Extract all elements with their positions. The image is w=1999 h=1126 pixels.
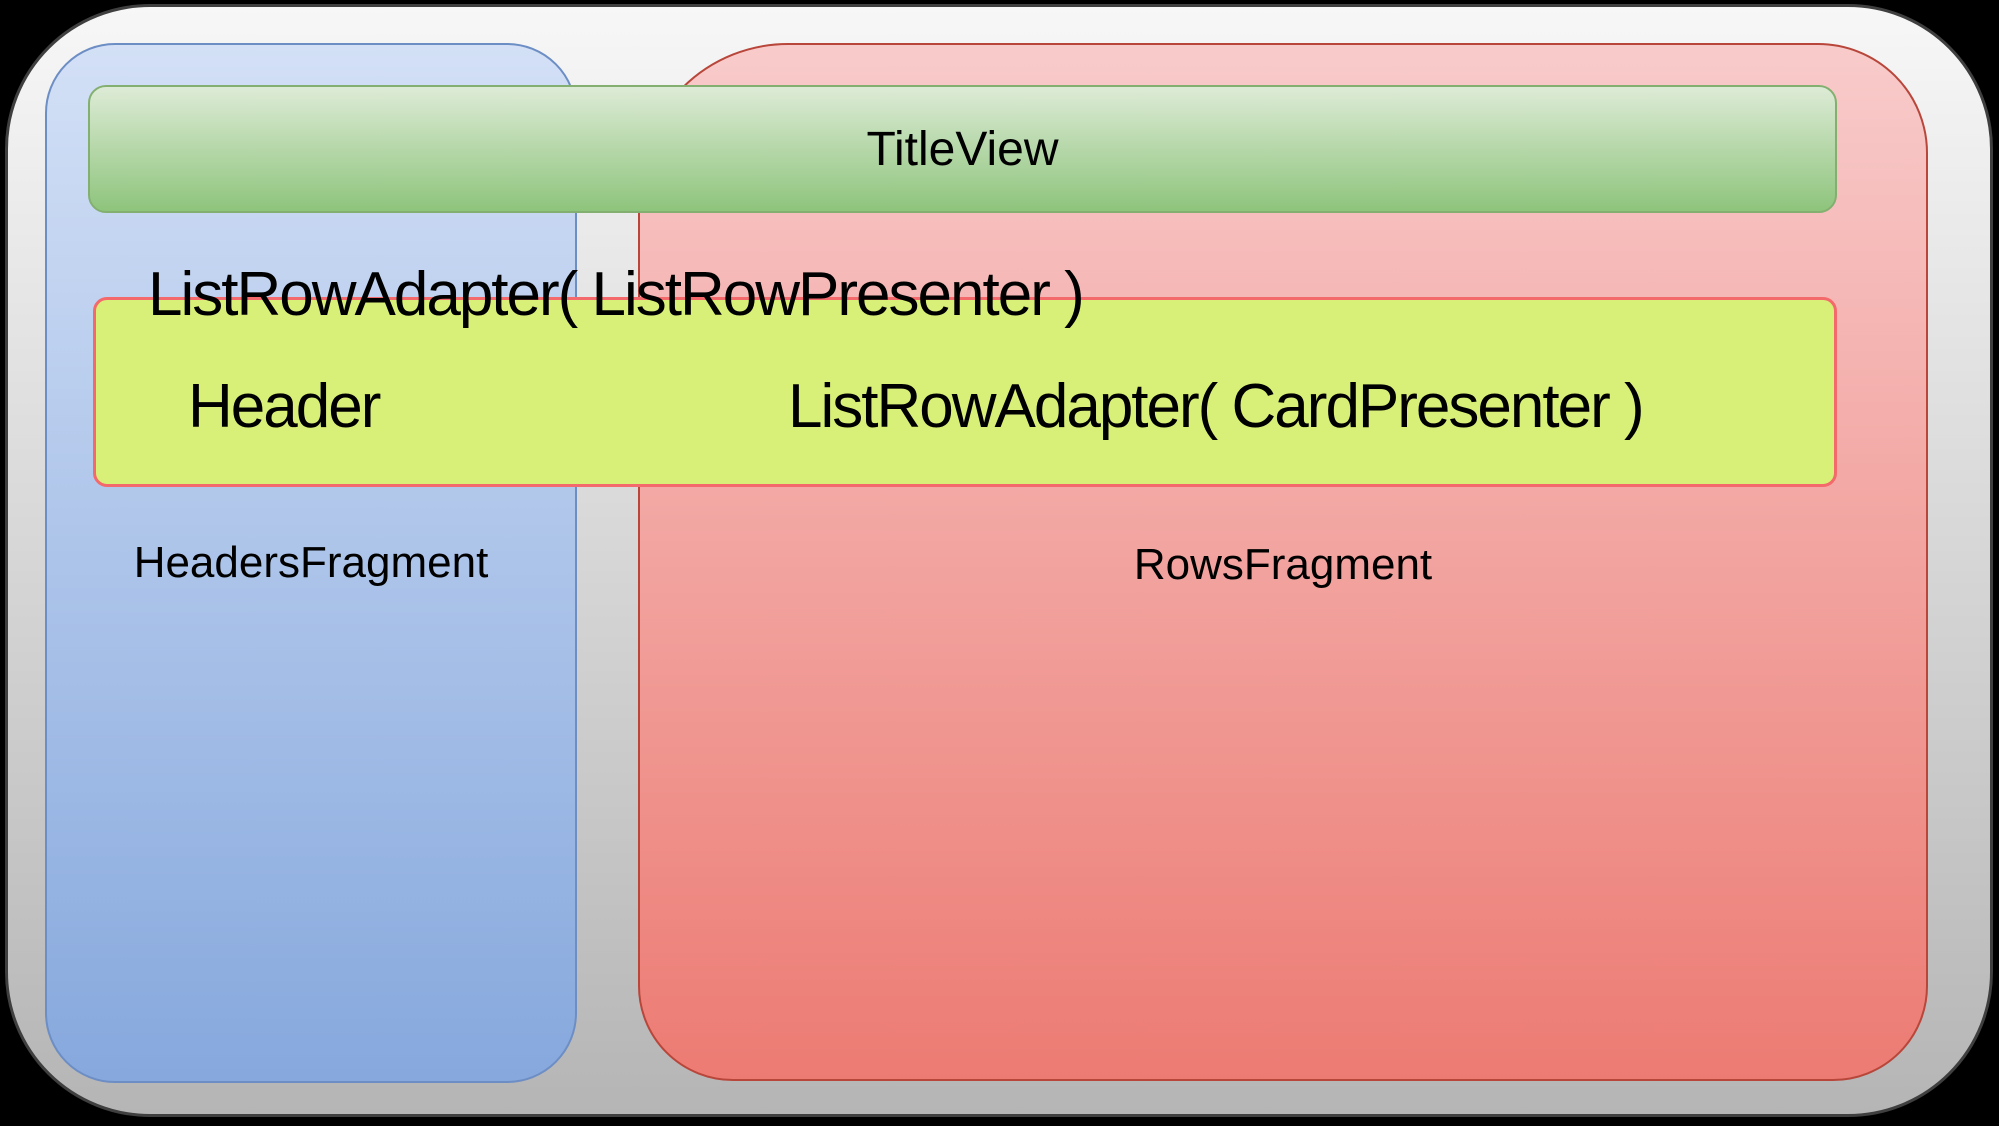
titleview-bar: TitleView — [88, 85, 1837, 213]
headers-fragment-label: HeadersFragment — [133, 538, 489, 587]
titleview-label: TitleView — [866, 122, 1059, 176]
header-text: Header — [188, 372, 381, 441]
list-row-box — [93, 297, 1837, 487]
headers-fragment-panel — [45, 43, 577, 1083]
rows-fragment-panel — [638, 43, 1928, 1081]
listrowadapter-cardpresenter-text: ListRowAdapter( CardPresenter ) — [788, 372, 1645, 441]
listrowadapter-listrowpresenter-text: ListRowAdapter( ListRowPresenter ) — [148, 260, 1085, 329]
rows-fragment-label: RowsFragment — [1133, 540, 1433, 589]
